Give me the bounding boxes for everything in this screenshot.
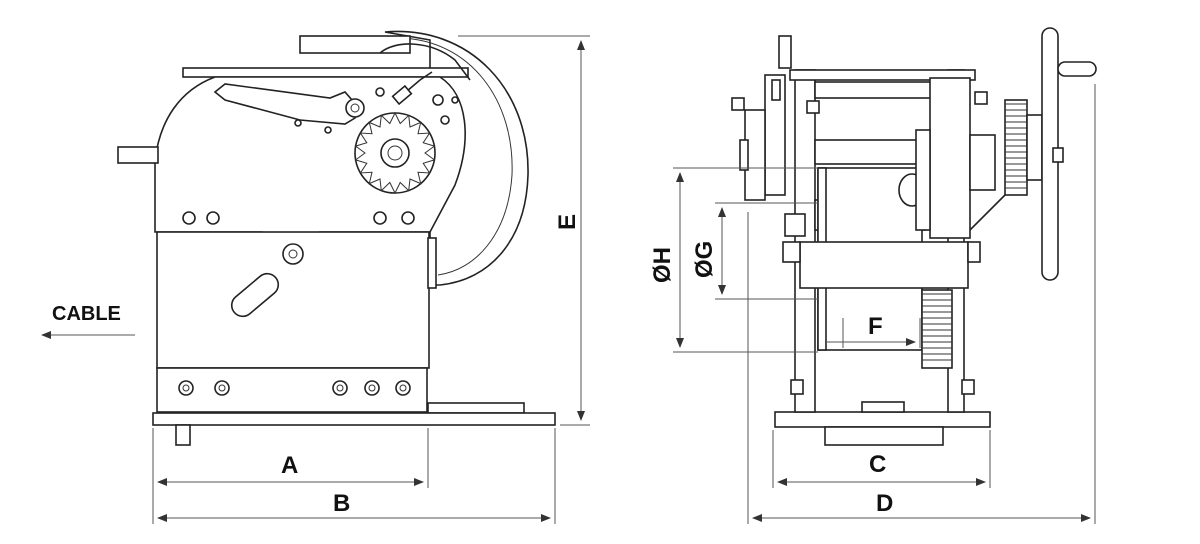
foot-plate bbox=[156, 367, 428, 413]
dim-label-h: ØH bbox=[649, 247, 676, 283]
dim-label-a: A bbox=[281, 452, 298, 479]
pinion-gear bbox=[1004, 99, 1028, 196]
drive-shaft bbox=[117, 146, 159, 164]
dim-label-g: ØG bbox=[691, 241, 718, 278]
middle-band bbox=[799, 241, 969, 289]
left-frame bbox=[794, 69, 816, 413]
upper-gear-housing bbox=[929, 77, 971, 239]
dim-label-d: D bbox=[876, 490, 893, 517]
front-view bbox=[731, 27, 1097, 446]
dim-label-f: F bbox=[868, 313, 883, 340]
upper-bracket bbox=[299, 35, 411, 54]
dim-label-b: B bbox=[333, 490, 350, 517]
side-view bbox=[117, 30, 556, 446]
dim-label-c: C bbox=[869, 451, 886, 478]
ratchet-teeth bbox=[354, 111, 436, 195]
front-dimensions bbox=[673, 84, 1096, 524]
side-dimensions bbox=[41, 35, 590, 524]
front-base-plate bbox=[774, 411, 991, 428]
foot-nuts bbox=[178, 380, 411, 396]
cable-label: CABLE bbox=[52, 303, 121, 325]
slot bbox=[230, 272, 280, 318]
lower-gear bbox=[921, 289, 953, 369]
dim-label-e: E bbox=[554, 214, 581, 230]
base-plate bbox=[152, 412, 556, 426]
handle-grip bbox=[1057, 61, 1097, 77]
